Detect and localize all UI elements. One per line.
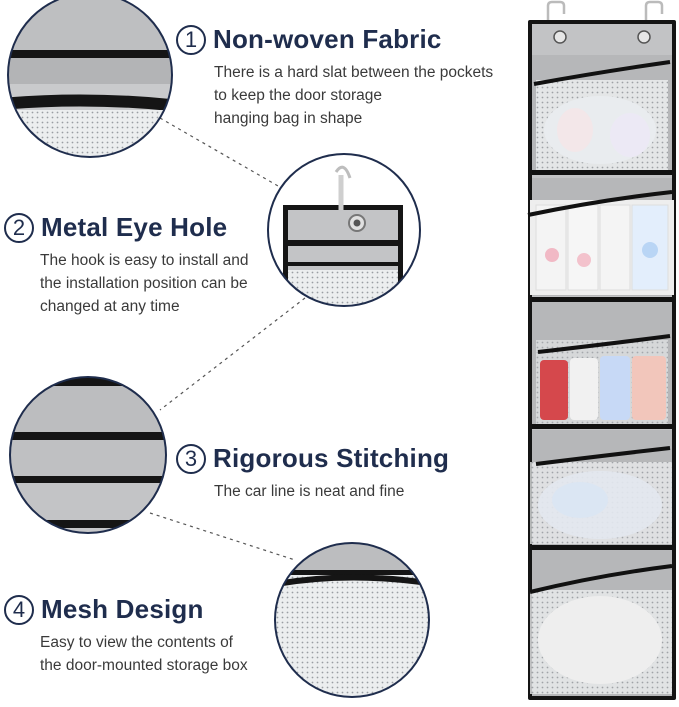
feature-metal-eye-hole: 2 Metal Eye Hole The hook is easy to ins…: [4, 212, 249, 318]
feature-number-badge: 4: [4, 594, 34, 625]
feature-description-line: Easy to view the contents of: [40, 634, 233, 651]
feature-description-line: changed at any time: [40, 298, 180, 315]
connector-lines: [149, 117, 306, 561]
detail-circle-stitching: [9, 376, 167, 534]
feature-description-line: to keep the door storage: [214, 87, 383, 104]
door-organizer-product: [527, 0, 676, 700]
detail-circle-eyehole: [267, 153, 421, 307]
feature-rigorous-stitching: 3 Rigorous Stitching The car line is nea…: [176, 443, 449, 503]
feature-non-woven-fabric: 1 Non-woven Fabric There is a hard slat …: [176, 24, 493, 130]
feature-heading: 4 Mesh Design: [4, 594, 248, 625]
feature-title: Non-woven Fabric: [213, 24, 442, 54]
feature-mesh-design: 4 Mesh Design Easy to view the contents …: [4, 594, 248, 677]
feature-heading: 2 Metal Eye Hole: [4, 212, 249, 243]
feature-description: The hook is easy to install and the inst…: [40, 249, 249, 318]
feature-heading: 3 Rigorous Stitching: [176, 443, 449, 474]
detail-circle-mesh: [274, 542, 430, 698]
feature-description-line: the installation position can be: [40, 275, 248, 292]
feature-number-badge: 1: [176, 24, 206, 55]
feature-description: The car line is neat and fine: [214, 480, 449, 503]
feature-number-badge: 3: [176, 443, 206, 474]
feature-description-line: the door-mounted storage box: [40, 657, 248, 674]
feature-description: There is a hard slat between the pockets…: [214, 61, 493, 130]
feature-description-line: hanging bag in shape: [214, 110, 363, 127]
feature-description-line: The car line is neat and fine: [214, 483, 405, 500]
feature-description: Easy to view the contents of the door-mo…: [40, 631, 248, 677]
feature-title: Rigorous Stitching: [213, 443, 450, 473]
feature-description-line: The hook is easy to install and: [40, 252, 249, 269]
feature-title: Metal Eye Hole: [41, 212, 228, 242]
detail-circle-fabric: [7, 0, 173, 158]
feature-description-line: There is a hard slat between the pockets: [214, 64, 494, 81]
feature-number-badge: 2: [4, 212, 34, 243]
feature-heading: 1 Non-woven Fabric: [176, 24, 493, 55]
feature-title: Mesh Design: [41, 594, 204, 624]
